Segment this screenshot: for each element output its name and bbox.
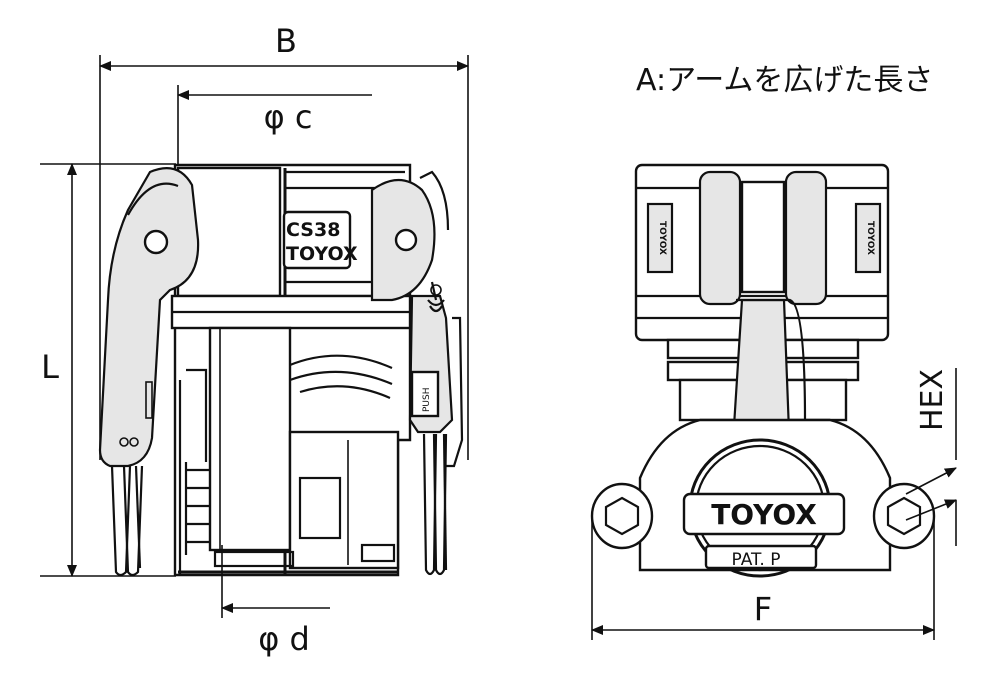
svg-text:TOYOX: TOYOX xyxy=(657,221,667,255)
push-label xyxy=(410,370,440,418)
dim-phi-c-label: φ c xyxy=(264,98,313,136)
dim-b-label: B xyxy=(275,22,297,60)
front-view: TOYOX TOYOX TOYOX PAT. P xyxy=(590,163,936,578)
model-plate xyxy=(282,210,352,270)
front-brand-text: TOYOX xyxy=(711,498,817,531)
left-lever-arm xyxy=(98,167,200,468)
dim-f-label: F xyxy=(754,590,772,628)
neck xyxy=(208,326,292,552)
model-text: CS38 xyxy=(286,219,340,241)
lever-pin-right xyxy=(394,228,418,252)
dim-phi-d-label: φ d xyxy=(258,620,310,658)
svg-text:TOYOX: TOYOX xyxy=(865,221,875,255)
side-dimensions: B φ c L φ d xyxy=(40,22,469,658)
push-text: PUSH xyxy=(422,388,432,413)
brand-text-side: TOYOX xyxy=(286,243,358,265)
lug-left xyxy=(590,482,654,550)
front-arm-right xyxy=(784,170,828,306)
thread xyxy=(178,368,210,575)
right-pull-ring xyxy=(422,433,448,576)
front-dimensions: F HEX xyxy=(591,368,957,640)
front-brand-plate xyxy=(682,492,846,536)
patent-text: PAT. P xyxy=(732,550,781,570)
patent-plate xyxy=(704,544,818,570)
lug-right xyxy=(872,482,936,550)
lever-pin-left xyxy=(143,229,169,255)
dim-l-label: L xyxy=(41,348,59,386)
lower-nut xyxy=(288,430,400,570)
left-pull-ring xyxy=(110,465,144,577)
arm-extended-note: A:アームを広げた長さ xyxy=(636,63,933,98)
front-arm-left xyxy=(698,170,742,306)
dim-hex-label: HEX xyxy=(915,369,950,431)
side-view: CS38 TOYOX PUSH TO xyxy=(98,163,464,577)
